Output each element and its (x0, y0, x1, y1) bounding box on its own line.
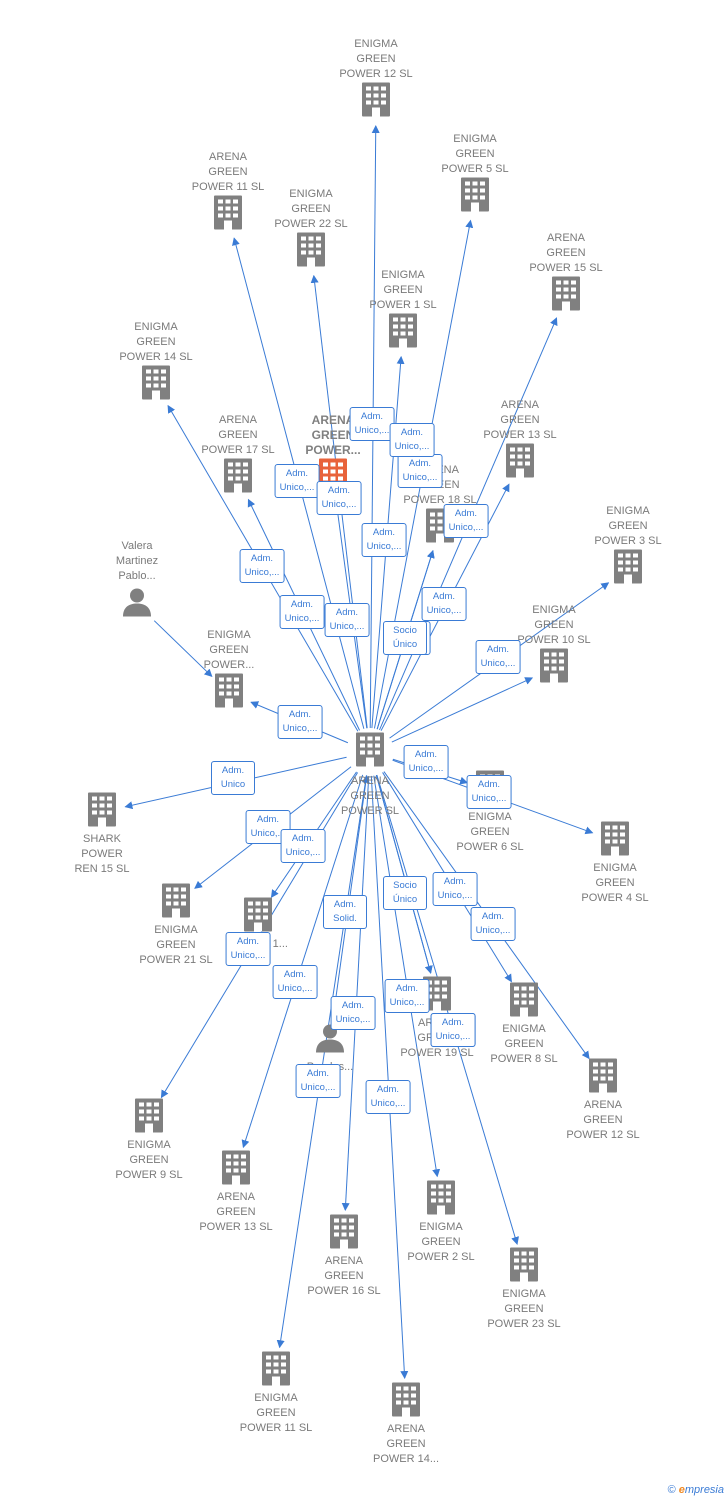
edge-line (391, 677, 534, 743)
node-label[interactable]: Valera Martinez Pablo... (115, 540, 159, 582)
edge-label[interactable]: Adm. Unico,... (225, 932, 271, 966)
node-label[interactable]: ENIGMA GREEN POWER 8 SL (490, 1023, 558, 1065)
node-label[interactable]: ENIGMA GREEN POWER 12 SL (339, 38, 413, 80)
building-icon[interactable] (510, 1248, 538, 1287)
edge-label[interactable]: Adm. Unico,... (365, 1080, 411, 1114)
edge-label[interactable]: Adm. Solid. (323, 895, 367, 929)
empresia-logo-text: mpresia (684, 1484, 724, 1496)
edge-line (241, 774, 364, 1149)
edge-label[interactable]: Adm. Unico,... (466, 775, 512, 809)
edge-label[interactable]: Adm. Unico (211, 761, 255, 795)
building-icon[interactable] (506, 444, 534, 483)
edge-line (276, 775, 367, 1349)
edge-label[interactable]: Adm. Unico,... (349, 407, 395, 441)
building-icon[interactable] (552, 277, 580, 316)
edge-label[interactable]: Adm. Unico,... (403, 745, 449, 779)
edge-label[interactable]: Adm. Unico,... (384, 979, 430, 1013)
copyright-symbol: © (667, 1484, 676, 1496)
edge-line (375, 775, 433, 974)
edge-label[interactable]: Adm. Unico,... (389, 423, 435, 457)
edge-label[interactable]: Adm. Unico,... (470, 907, 516, 941)
node-label[interactable]: ARENA GREEN POWER 15 SL (529, 232, 603, 274)
building-icon[interactable] (389, 314, 417, 353)
edge-label[interactable]: Adm. Unico,... (316, 481, 362, 515)
building-icon[interactable] (224, 459, 252, 498)
building-icon[interactable] (135, 1099, 163, 1138)
building-icon[interactable] (356, 733, 384, 772)
node-label[interactable]: ENIGMA GREEN POWER 1 SL (369, 269, 437, 311)
edge-label[interactable]: Adm. Unico,... (279, 595, 325, 629)
node-label[interactable]: SHARK POWER REN 15 SL (74, 833, 130, 875)
building-icon[interactable] (540, 649, 568, 688)
edge-label[interactable]: Adm. Unico,... (361, 523, 407, 557)
edge-line (341, 775, 370, 1212)
node-label[interactable]: ENIGMA GREEN POWER 5 SL (441, 133, 509, 175)
building-icon[interactable] (601, 822, 629, 861)
edge-label[interactable]: Adm. Unico,... (274, 464, 320, 498)
edge-label[interactable]: Adm. Unico,... (324, 603, 370, 637)
building-icon[interactable] (330, 1215, 358, 1254)
edge-label[interactable]: Adm. Unico,... (280, 829, 326, 863)
node-label[interactable]: ENIGMA GREEN POWER 3 SL (594, 505, 662, 547)
building-icon[interactable] (142, 366, 170, 405)
empresia-logo-initial: e (678, 1484, 685, 1496)
node-label[interactable]: ENIGMA GREEN POWER 23 SL (487, 1288, 561, 1330)
node-label[interactable]: ENIGMA GREEN POWER 10 SL (517, 604, 591, 646)
node-label[interactable]: ARENA GREEN POWER 14... (372, 1423, 440, 1465)
node-label[interactable]: ENIGMA GREEN POWER 22 SL (274, 188, 348, 230)
edge-label[interactable]: Adm. Unico,... (430, 1013, 476, 1047)
edge-label[interactable]: Adm. Unico,... (330, 996, 376, 1030)
node-label[interactable]: ARENA GREEN POWER SL (340, 775, 400, 817)
building-icon[interactable] (510, 983, 538, 1022)
building-icon[interactable] (614, 550, 642, 589)
building-icon[interactable] (162, 884, 190, 923)
node-label[interactable]: ENIGMA GREEN POWER 11 SL (239, 1392, 313, 1434)
node-label[interactable]: ENIGMA GREEN POWER 21 SL (139, 924, 213, 966)
edge-label[interactable]: Adm. Unico,... (397, 454, 443, 488)
building-icon[interactable] (214, 196, 242, 235)
building-icon[interactable] (262, 1352, 290, 1391)
edge-line (153, 620, 213, 678)
building-icon[interactable] (244, 898, 272, 937)
building-icon[interactable] (427, 1181, 455, 1220)
building-icon[interactable] (215, 674, 243, 713)
node-label[interactable]: ARENA GREEN POWER 12 SL (566, 1099, 640, 1141)
node-label[interactable]: ARENA GREEN POWER 11 SL (191, 151, 265, 193)
building-icon[interactable] (461, 178, 489, 217)
node-label[interactable]: ARENA GREEN POWER 16 SL (307, 1255, 381, 1297)
node-label[interactable]: ARENA GREEN POWER 17 SL (201, 414, 275, 456)
edge-line (370, 775, 409, 1380)
node-label[interactable]: ENIGMA GREEN POWER 14 SL (119, 321, 193, 363)
building-icon[interactable] (392, 1383, 420, 1422)
person-icon[interactable] (122, 587, 152, 622)
building-icon[interactable] (88, 793, 116, 832)
edge-label[interactable]: Adm. Unico,... (475, 640, 521, 674)
building-icon[interactable] (222, 1151, 250, 1190)
edge-label[interactable]: Adm. Unico,... (432, 872, 478, 906)
node-label[interactable]: ENIGMA GREEN POWER 4 SL (581, 862, 649, 904)
node-label[interactable]: ARENA GREEN POWER... (305, 413, 361, 457)
edge-label[interactable]: Adm. Unico,... (272, 965, 318, 999)
node-label[interactable]: ENIGMA GREEN POWER... (203, 629, 255, 671)
node-label[interactable]: ARENA GREEN POWER 13 SL (483, 399, 557, 441)
building-icon[interactable] (297, 233, 325, 272)
building-icon[interactable] (362, 83, 390, 122)
edge-label[interactable]: Socio Único (383, 876, 427, 910)
edge-line (373, 775, 441, 1178)
edge-label[interactable]: Socio Único (383, 621, 427, 655)
node-label[interactable]: ENIGMA GREEN POWER 6 SL (456, 811, 524, 853)
edge-label[interactable]: Adm. Unico,... (421, 587, 467, 621)
edge-label[interactable]: Adm. Unico,... (443, 504, 489, 538)
node-label[interactable]: ARENA GREEN POWER 13 SL (199, 1191, 273, 1233)
edge-label[interactable]: Adm. Unico,... (277, 705, 323, 739)
copyright-notice: © empresia (668, 1484, 724, 1496)
edge-label[interactable]: Adm. Unico,... (295, 1064, 341, 1098)
edge-label[interactable]: Adm. Unico,... (239, 549, 285, 583)
building-icon[interactable] (589, 1059, 617, 1098)
node-label[interactable]: ENIGMA GREEN POWER 2 SL (407, 1221, 475, 1263)
node-label[interactable]: ENIGMA GREEN POWER 9 SL (115, 1139, 183, 1181)
